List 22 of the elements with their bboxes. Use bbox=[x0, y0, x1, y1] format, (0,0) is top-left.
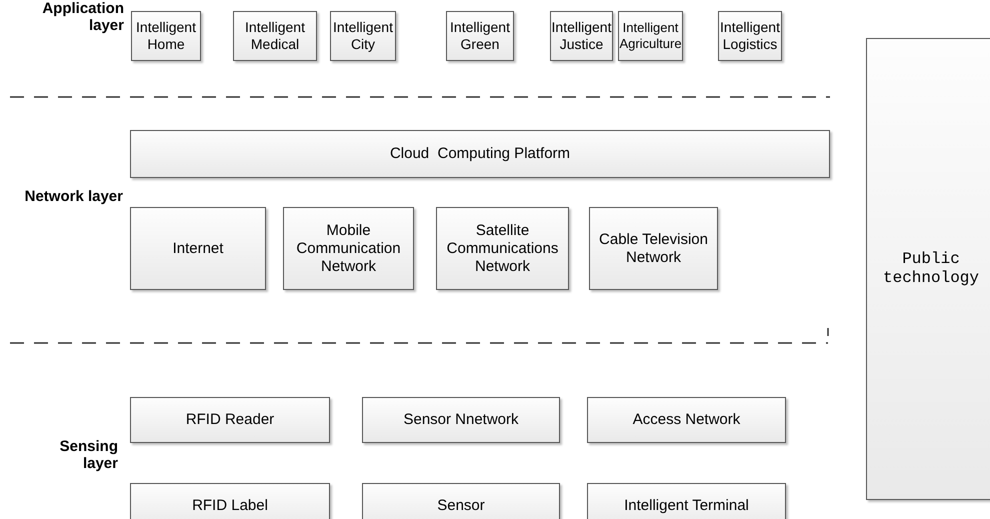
module-box: Intelligent City bbox=[330, 11, 396, 61]
module-box: RFID Label bbox=[130, 483, 330, 519]
layer-label: Network layer bbox=[24, 188, 123, 206]
module-box: Access Network bbox=[587, 397, 786, 443]
layer-label: Application layer bbox=[41, 0, 124, 34]
module-box: Cable Television Network bbox=[589, 207, 718, 290]
module-box: Satellite Communications Network bbox=[436, 207, 569, 290]
module-box: Intelligent Medical bbox=[233, 11, 317, 61]
side-panel: Public technology bbox=[866, 38, 990, 500]
module-box: Sensor Nnetwork bbox=[362, 397, 560, 443]
module-box: Internet bbox=[130, 207, 266, 290]
layer-label: Sensing layer bbox=[58, 438, 118, 472]
module-box: Sensor bbox=[362, 483, 560, 519]
module-box: RFID Reader bbox=[130, 397, 330, 443]
module-box: Intelligent Justice bbox=[550, 11, 613, 61]
module-box: Intelligent Agriculture bbox=[618, 11, 683, 61]
module-box: Intelligent Home bbox=[131, 11, 201, 61]
module-box: Mobile Communication Network bbox=[283, 207, 414, 290]
module-box: Cloud Computing Platform bbox=[130, 130, 830, 178]
module-box: Intelligent Green bbox=[446, 11, 514, 61]
module-box: Intelligent Logistics bbox=[718, 11, 782, 61]
module-box: Intelligent Terminal bbox=[587, 483, 786, 519]
